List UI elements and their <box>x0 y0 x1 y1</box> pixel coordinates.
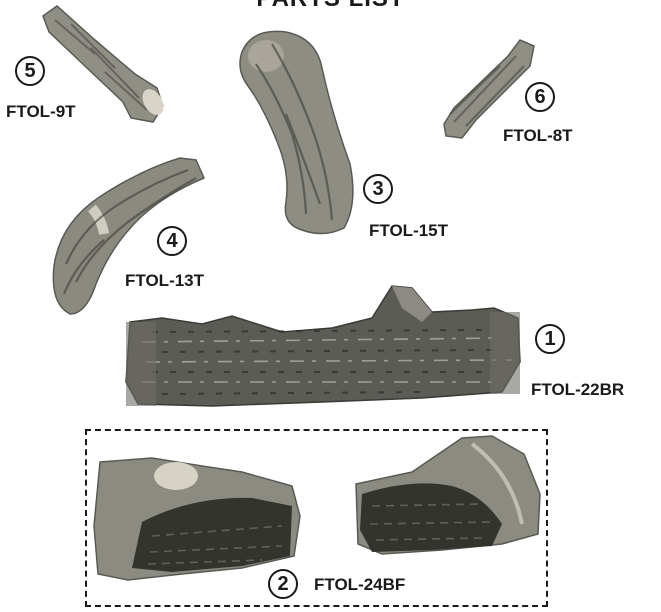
log-ftol-22br-image <box>122 282 524 412</box>
part-2-callout: 2 <box>268 569 298 599</box>
part-6-code: FTOL-8T <box>503 127 573 144</box>
part-1-callout: 1 <box>535 324 565 354</box>
part-3-callout: 3 <box>363 174 393 204</box>
log-ftol-15t-image <box>232 24 362 236</box>
part-4-callout: 4 <box>157 226 187 256</box>
part-6-callout: 6 <box>525 82 555 112</box>
log-ftol-24bf-right-image <box>352 434 546 562</box>
part-5-code: FTOL-9T <box>6 103 76 120</box>
part-1-code: FTOL-22BR <box>531 381 624 398</box>
part-3-code: FTOL-15T <box>369 222 448 239</box>
part-2-code: FTOL-24BF <box>314 576 405 593</box>
log-ftol-24bf-left-image <box>92 456 302 582</box>
part-5-callout: 5 <box>15 56 45 86</box>
